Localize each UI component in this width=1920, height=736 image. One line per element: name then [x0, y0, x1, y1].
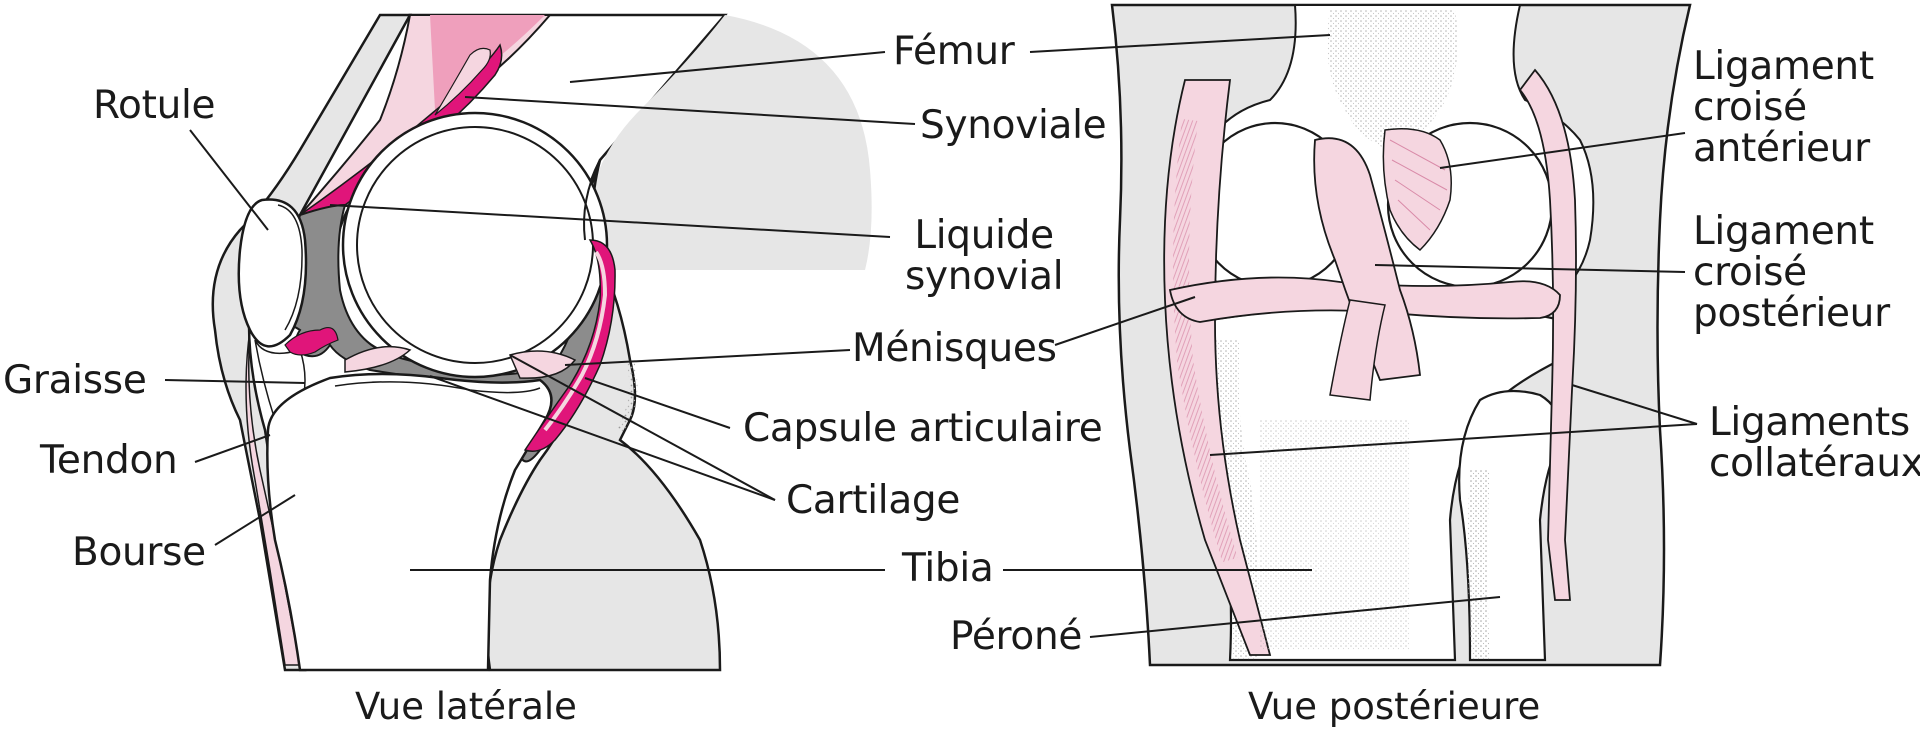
leader-capsule [584, 377, 731, 429]
leader-synoviale [464, 96, 916, 125]
leader-lcp [1374, 264, 1686, 273]
leader-rotule [189, 129, 269, 231]
caption-lateral-view: Vue latérale [355, 685, 577, 728]
leader-collat-a [1209, 423, 1698, 456]
lateral-view-drawing [211, 13, 872, 672]
caption-posterior-view: Vue postérieure [1248, 685, 1541, 728]
label-capsule: Capsule articulaire [743, 406, 1103, 451]
label-cartilage: Cartilage [786, 478, 961, 523]
label-perone: Péroné [950, 614, 1083, 659]
leader-collat-b [1571, 384, 1698, 425]
leader-perone [1089, 596, 1501, 638]
leader-graisse [164, 379, 306, 384]
lateral-collateral-ligament [1518, 68, 1577, 601]
label-rotule: Rotule [93, 83, 216, 128]
label-tendon: Tendon [40, 438, 178, 483]
label-femur: Fémur [893, 29, 1015, 74]
label-liquide: Liquide synovial [905, 213, 1064, 299]
label-menisques: Ménisques [852, 326, 1057, 371]
leader-cartilage-a [429, 375, 776, 501]
leader-tendon [194, 434, 271, 463]
leader-liquide [329, 204, 891, 238]
leader-menisques-post [1054, 296, 1196, 346]
label-lcp: Ligament croisé postérieur [1693, 209, 1890, 336]
leader-lca [1439, 132, 1686, 169]
label-graisse: Graisse [3, 358, 147, 403]
label-collateraux: Ligaments collatéraux [1709, 400, 1920, 486]
posterior-capsule [523, 239, 616, 452]
label-lca: Ligament croisé antérieur [1693, 44, 1874, 171]
leader-femur-lat [569, 51, 886, 83]
medial-collateral-ligament [1163, 79, 1272, 656]
meniscus-anterior [344, 345, 412, 373]
leader-femur-post [1029, 34, 1331, 53]
posterior-cruciate-ligament [1313, 137, 1421, 381]
label-tibia: Tibia [902, 546, 994, 591]
leader-menisques-lat [564, 349, 851, 366]
leader-bourse [214, 494, 296, 546]
patella [237, 198, 308, 348]
anterior-cruciate-ligament [1382, 128, 1452, 251]
meniscus-posterior [508, 350, 577, 379]
posterior-soft-tissue [588, 15, 872, 270]
tibia-lateral [266, 372, 553, 672]
label-synoviale: Synoviale [920, 103, 1107, 148]
posterior-view-drawing [1110, 3, 1692, 667]
label-bourse: Bourse [72, 530, 206, 575]
leader-lines [164, 34, 1698, 638]
leader-cartilage-b [509, 354, 776, 501]
